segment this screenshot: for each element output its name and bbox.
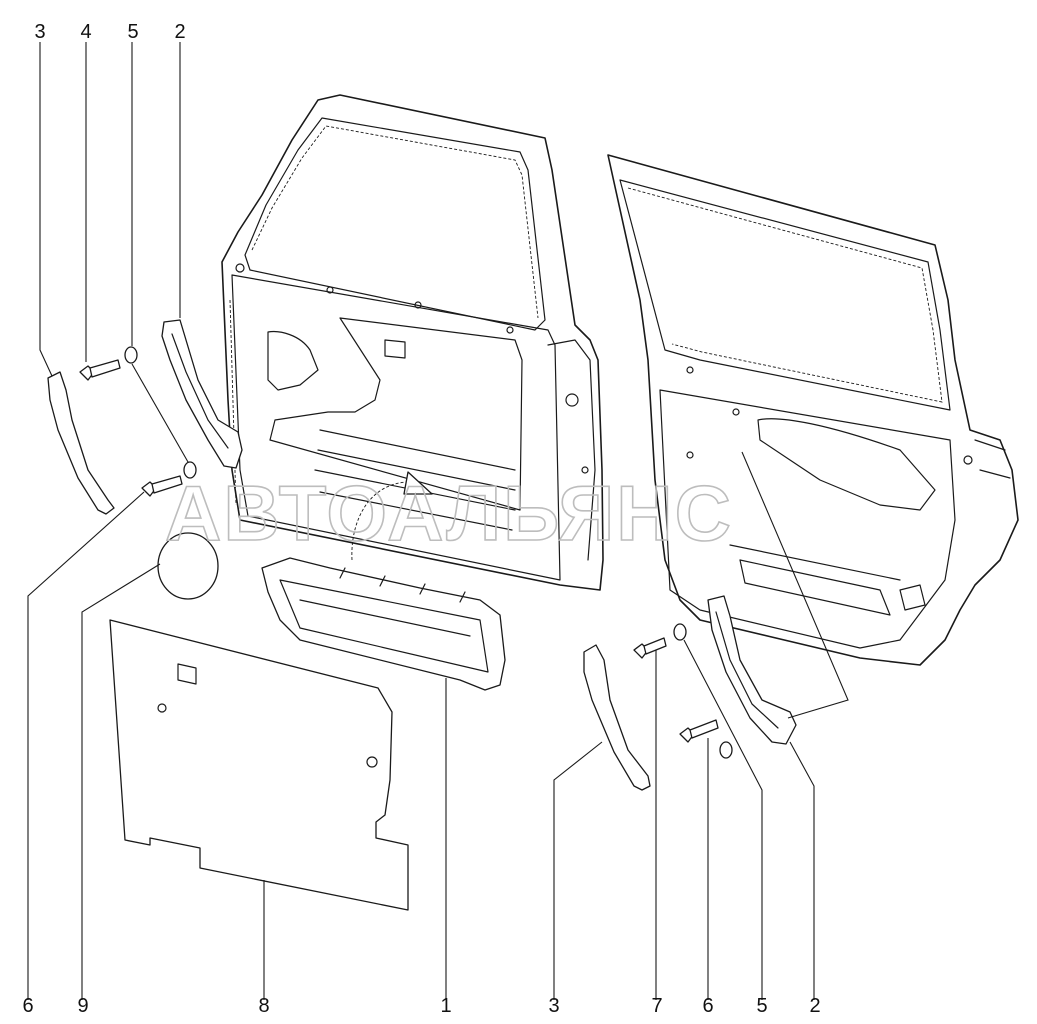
assembly-arrow: [351, 471, 433, 561]
callout-2-bottom: 2: [809, 995, 820, 1017]
washer-part-5-right: [673, 623, 687, 641]
front-door: [221, 94, 604, 591]
callout-labels: 3 4 5 2 6 9 8 1 3 7 6 5 2: [22, 21, 820, 1017]
callout-7-bottom: 7: [651, 995, 662, 1017]
callout-4-top: 4: [80, 21, 91, 43]
plug-part-9: [157, 532, 219, 600]
rear-door: [607, 154, 1019, 666]
leader-lines: [27, 42, 815, 1000]
callout-9-bottom: 9: [77, 995, 88, 1017]
washer-part-5-right-lower: [719, 741, 733, 759]
callout-8-bottom: 8: [258, 995, 269, 1017]
callout-6-bottom-right: 6: [702, 995, 713, 1017]
callout-3-bottom: 3: [548, 995, 559, 1017]
screw-part-6-right: [679, 719, 719, 743]
handle-cover-right: [583, 644, 651, 791]
panel-cutout: [177, 663, 197, 685]
washer-part-5: [124, 346, 138, 364]
handle-cover-left: [47, 371, 115, 515]
screw-part-4: [79, 359, 121, 381]
watermark-text: АВТОАЛЬЯНС: [165, 469, 733, 557]
callout-1-bottom: 1: [440, 995, 451, 1017]
armrest-part-1: [261, 557, 506, 691]
callout-3-top: 3: [34, 21, 45, 43]
callout-2-top: 2: [174, 21, 185, 43]
screw-part-7: [633, 637, 667, 659]
insulation-panel-part-8: [109, 619, 409, 911]
handle-bracket-left: [161, 319, 243, 469]
handle-bracket-right: [707, 595, 797, 745]
washer-part-5-lower: [183, 461, 197, 479]
screw-part-6: [141, 475, 183, 497]
callout-5-top: 5: [127, 21, 138, 43]
callout-5-bottom: 5: [756, 995, 767, 1017]
callout-6-bottom-left: 6: [22, 995, 33, 1017]
